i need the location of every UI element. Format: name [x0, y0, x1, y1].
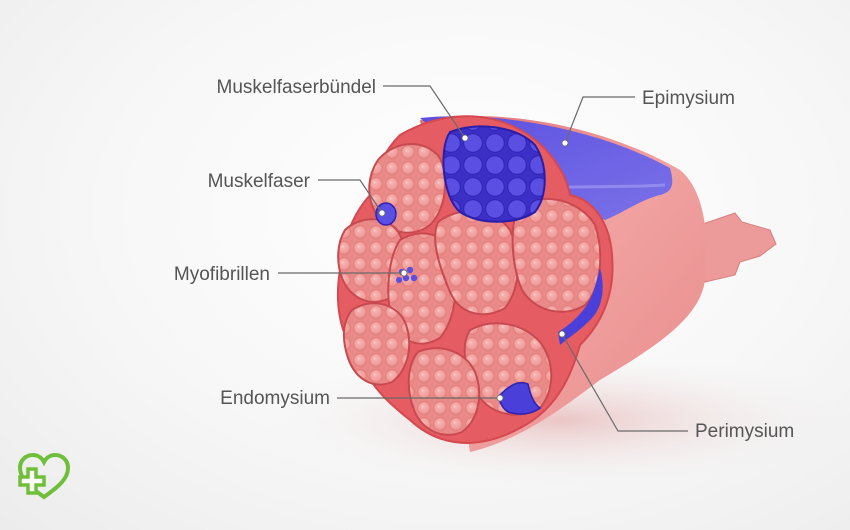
label-myofibrillen: Myofibrillen [174, 264, 270, 285]
highlighted-fascicle [442, 125, 546, 223]
heart-cross-icon [17, 452, 71, 500]
highlighted-fiber [375, 202, 397, 226]
leader-lines [278, 85, 688, 432]
label-muskelfaserbuendel: Muskelfaserbündel [217, 77, 376, 98]
label-muskelfaser: Muskelfaser [208, 171, 311, 192]
tendon [699, 212, 777, 283]
perimysium-highlight [558, 268, 603, 345]
endomysium-highlight [498, 381, 542, 415]
label-endomysium: Endomysium [220, 388, 330, 409]
label-epimysium: Epimysium [642, 88, 735, 109]
label-perimysium: Perimysium [695, 421, 794, 442]
leader-dots [378, 134, 569, 402]
